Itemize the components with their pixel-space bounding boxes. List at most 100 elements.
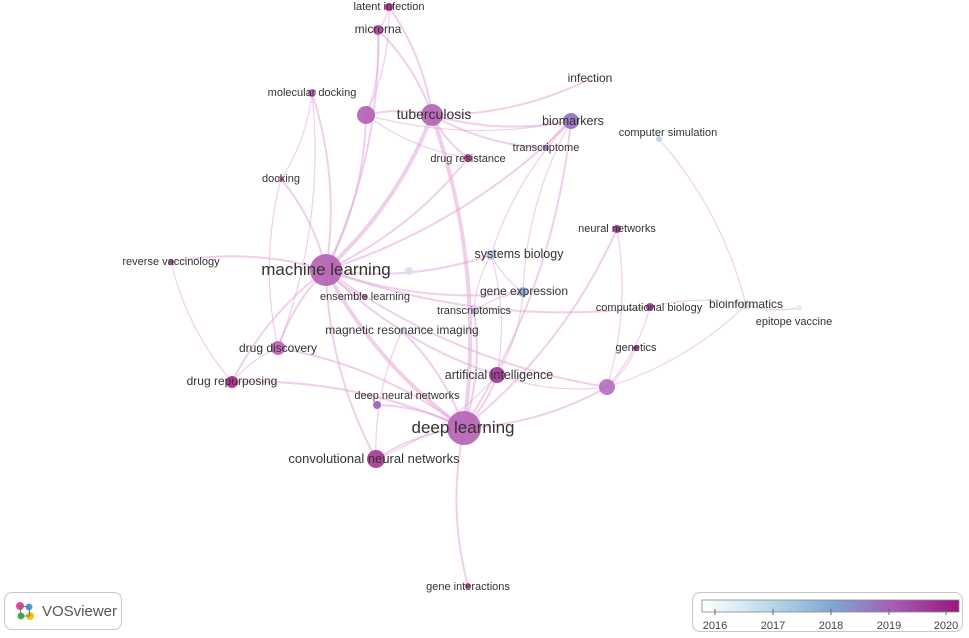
node-label-gene-expression[interactable]: gene expression xyxy=(480,284,568,298)
node-drug-resistance[interactable] xyxy=(464,154,472,162)
vosviewer-logo-text: VOSviewer xyxy=(42,602,118,620)
node-machine-learning[interactable] xyxy=(310,254,342,286)
link-deep_learning-neural_networks xyxy=(463,228,618,429)
node-convolutional-neural-networks[interactable] xyxy=(367,450,385,468)
link-bioinformatics-computational_biology xyxy=(649,299,747,308)
link-magnetic_resonance_imaging-convolutional_neural_networks xyxy=(375,330,403,460)
node-computational-biology[interactable] xyxy=(646,303,654,311)
node-systems-biology[interactable] xyxy=(486,250,496,260)
node-label-biomarkers[interactable]: biomarkers xyxy=(542,114,604,128)
node-label-epitope-vaccine[interactable]: epitope vaccine xyxy=(756,316,832,328)
node-biomarkers[interactable] xyxy=(563,113,579,129)
link-machine_learning-drug_resistance xyxy=(325,157,469,271)
link-tuberculosis-infection xyxy=(431,78,591,117)
node-ensemble-learning[interactable] xyxy=(362,294,368,300)
node-label-neural-networks[interactable]: neural networks xyxy=(578,223,656,235)
node-label-machine-learning[interactable]: machine learning xyxy=(261,260,390,279)
node-label-tuberculosis[interactable]: tuberculosis xyxy=(397,106,472,122)
link-unlabeled_c-computational_biology xyxy=(606,306,651,388)
node-label-deep-learning[interactable]: deep learning xyxy=(411,418,514,437)
node-deep-neural-networks[interactable] xyxy=(373,401,381,409)
node-label-reverse-vaccinology[interactable]: reverse vaccinology xyxy=(122,256,220,268)
node-label-transcriptomics[interactable]: transcriptomics xyxy=(437,305,511,317)
link-machine_learning-tuberculosis xyxy=(324,114,434,272)
node-label-convolutional-neural-networks[interactable]: convolutional neural networks xyxy=(288,451,460,466)
node-label-bioinformatics[interactable]: bioinformatics xyxy=(709,297,783,311)
link-tuberculosis-transcriptome xyxy=(431,114,547,149)
node-label-infection[interactable]: infection xyxy=(568,71,613,85)
link-unlabeled_a-drug_resistance xyxy=(365,114,469,159)
legend-tick-label: 2017 xyxy=(761,620,785,632)
legend-tick-label: 2020 xyxy=(934,620,958,632)
link-deep_learning-gene_interactions xyxy=(455,427,469,587)
legend-tick-label: 2016 xyxy=(703,620,727,632)
node-magnetic-resonance-imaging[interactable] xyxy=(399,328,405,334)
node-gene-interactions[interactable] xyxy=(465,583,471,589)
node-molecular-docking[interactable] xyxy=(308,89,316,97)
node-label-computer-simulation[interactable]: computer simulation xyxy=(619,127,717,139)
node-label-docking[interactable]: docking xyxy=(262,173,300,185)
node-label-systems-biology[interactable]: systems biology xyxy=(475,247,565,261)
node-tuberculosis[interactable] xyxy=(421,104,443,126)
node-genetics[interactable] xyxy=(633,345,639,351)
node-deep-learning[interactable] xyxy=(447,411,481,445)
node-reverse-vaccinology[interactable] xyxy=(168,259,174,265)
node-infection[interactable] xyxy=(587,76,593,82)
node-unlabeled-a[interactable] xyxy=(357,106,375,124)
node-label-deep-neural-networks[interactable]: deep neural networks xyxy=(354,390,460,402)
node-drug-discovery[interactable] xyxy=(271,341,285,355)
node-label-drug-repurposing[interactable]: drug repurposing xyxy=(187,374,278,388)
node-label-microrna[interactable]: microrna xyxy=(355,22,402,36)
link-machine_learning-molecular_docking xyxy=(311,92,332,271)
link-unlabeled_a-microrna xyxy=(365,29,380,116)
link-deep_learning-biomarkers xyxy=(463,120,572,429)
link-machine_learning-microrna xyxy=(325,29,380,271)
node-label-transcriptome[interactable]: transcriptome xyxy=(513,142,580,154)
node-microrna[interactable] xyxy=(373,25,383,35)
node-label-latent-infection[interactable]: latent infection xyxy=(354,1,425,13)
link-unlabeled_a-biomarkers xyxy=(365,114,572,132)
link-deep_learning-unlabeled_c xyxy=(463,386,608,429)
node-label-drug-resistance[interactable]: drug resistance xyxy=(430,153,505,165)
node-bioinformatics[interactable] xyxy=(741,300,751,310)
link-drug_discovery-molecular_docking xyxy=(277,92,316,349)
link-machine_learning-unlabeled_a xyxy=(325,114,367,271)
link-biomarkers-gene_expression xyxy=(522,120,572,293)
link-artificial_intelligence-gene_expression xyxy=(496,291,524,376)
node-transcriptomics[interactable] xyxy=(471,308,477,314)
vosviewer-logo-icon xyxy=(16,602,34,620)
link-machine_learning-drug_repurposing xyxy=(231,269,327,383)
node-label-artificial-intelligence[interactable]: artificial intelligence xyxy=(445,368,553,382)
link-docking-molecular_docking xyxy=(280,92,313,180)
node-gene-expression[interactable] xyxy=(518,287,528,297)
node-label-ensemble-learning[interactable]: ensemble learning xyxy=(320,291,410,303)
link-machine_learning-convolutional_neural_networks xyxy=(325,269,377,460)
node-latent-infection[interactable] xyxy=(385,3,393,11)
node-computer-simulation[interactable] xyxy=(656,136,662,142)
link-deep_learning-drug_discovery xyxy=(277,347,465,429)
node-neural-networks[interactable] xyxy=(613,225,621,233)
node-unlabeled-c[interactable] xyxy=(599,379,615,395)
link-convolutional_neural_networks-artificial_intelligence xyxy=(375,374,498,460)
node-transcriptome[interactable] xyxy=(543,145,549,151)
link-bioinformatics-computer_simulation xyxy=(658,138,747,306)
link-biomarkers-systems_biology xyxy=(490,120,572,256)
link-machine_learning-unlabeled_c xyxy=(325,269,608,388)
node-label-computational-biology[interactable]: computational biology xyxy=(596,302,703,314)
node-unlabeled-b[interactable] xyxy=(405,267,413,275)
node-label-drug-discovery[interactable]: drug discovery xyxy=(239,341,317,355)
node-label-genetics[interactable]: genetics xyxy=(616,342,657,354)
node-artificial-intelligence[interactable] xyxy=(489,367,505,383)
link-reverse_vaccinology-drug_repurposing xyxy=(170,261,233,383)
node-label-gene-interactions[interactable]: gene interactions xyxy=(426,581,510,593)
link-deep_learning-tuberculosis xyxy=(430,114,473,429)
node-label-magnetic-resonance-imaging[interactable]: magnetic resonance imaging xyxy=(325,323,478,337)
link-systems_biology-transcriptomics xyxy=(473,254,492,312)
node-docking[interactable] xyxy=(278,176,284,182)
node-epitope-vaccine[interactable] xyxy=(796,305,802,311)
node-drug-repurposing[interactable] xyxy=(226,376,238,388)
node-label-molecular-docking[interactable]: molecular docking xyxy=(268,87,357,99)
